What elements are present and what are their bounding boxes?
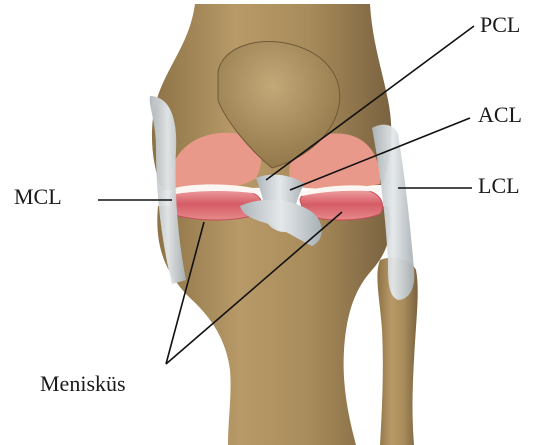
pcl-label: PCL [480, 14, 520, 36]
tibia [157, 206, 390, 445]
lcl-label: LCL [478, 175, 520, 197]
acl-label: ACL [478, 104, 522, 126]
mcl-label: MCL [14, 186, 62, 208]
meniscus-label: Menisküs [40, 373, 126, 395]
